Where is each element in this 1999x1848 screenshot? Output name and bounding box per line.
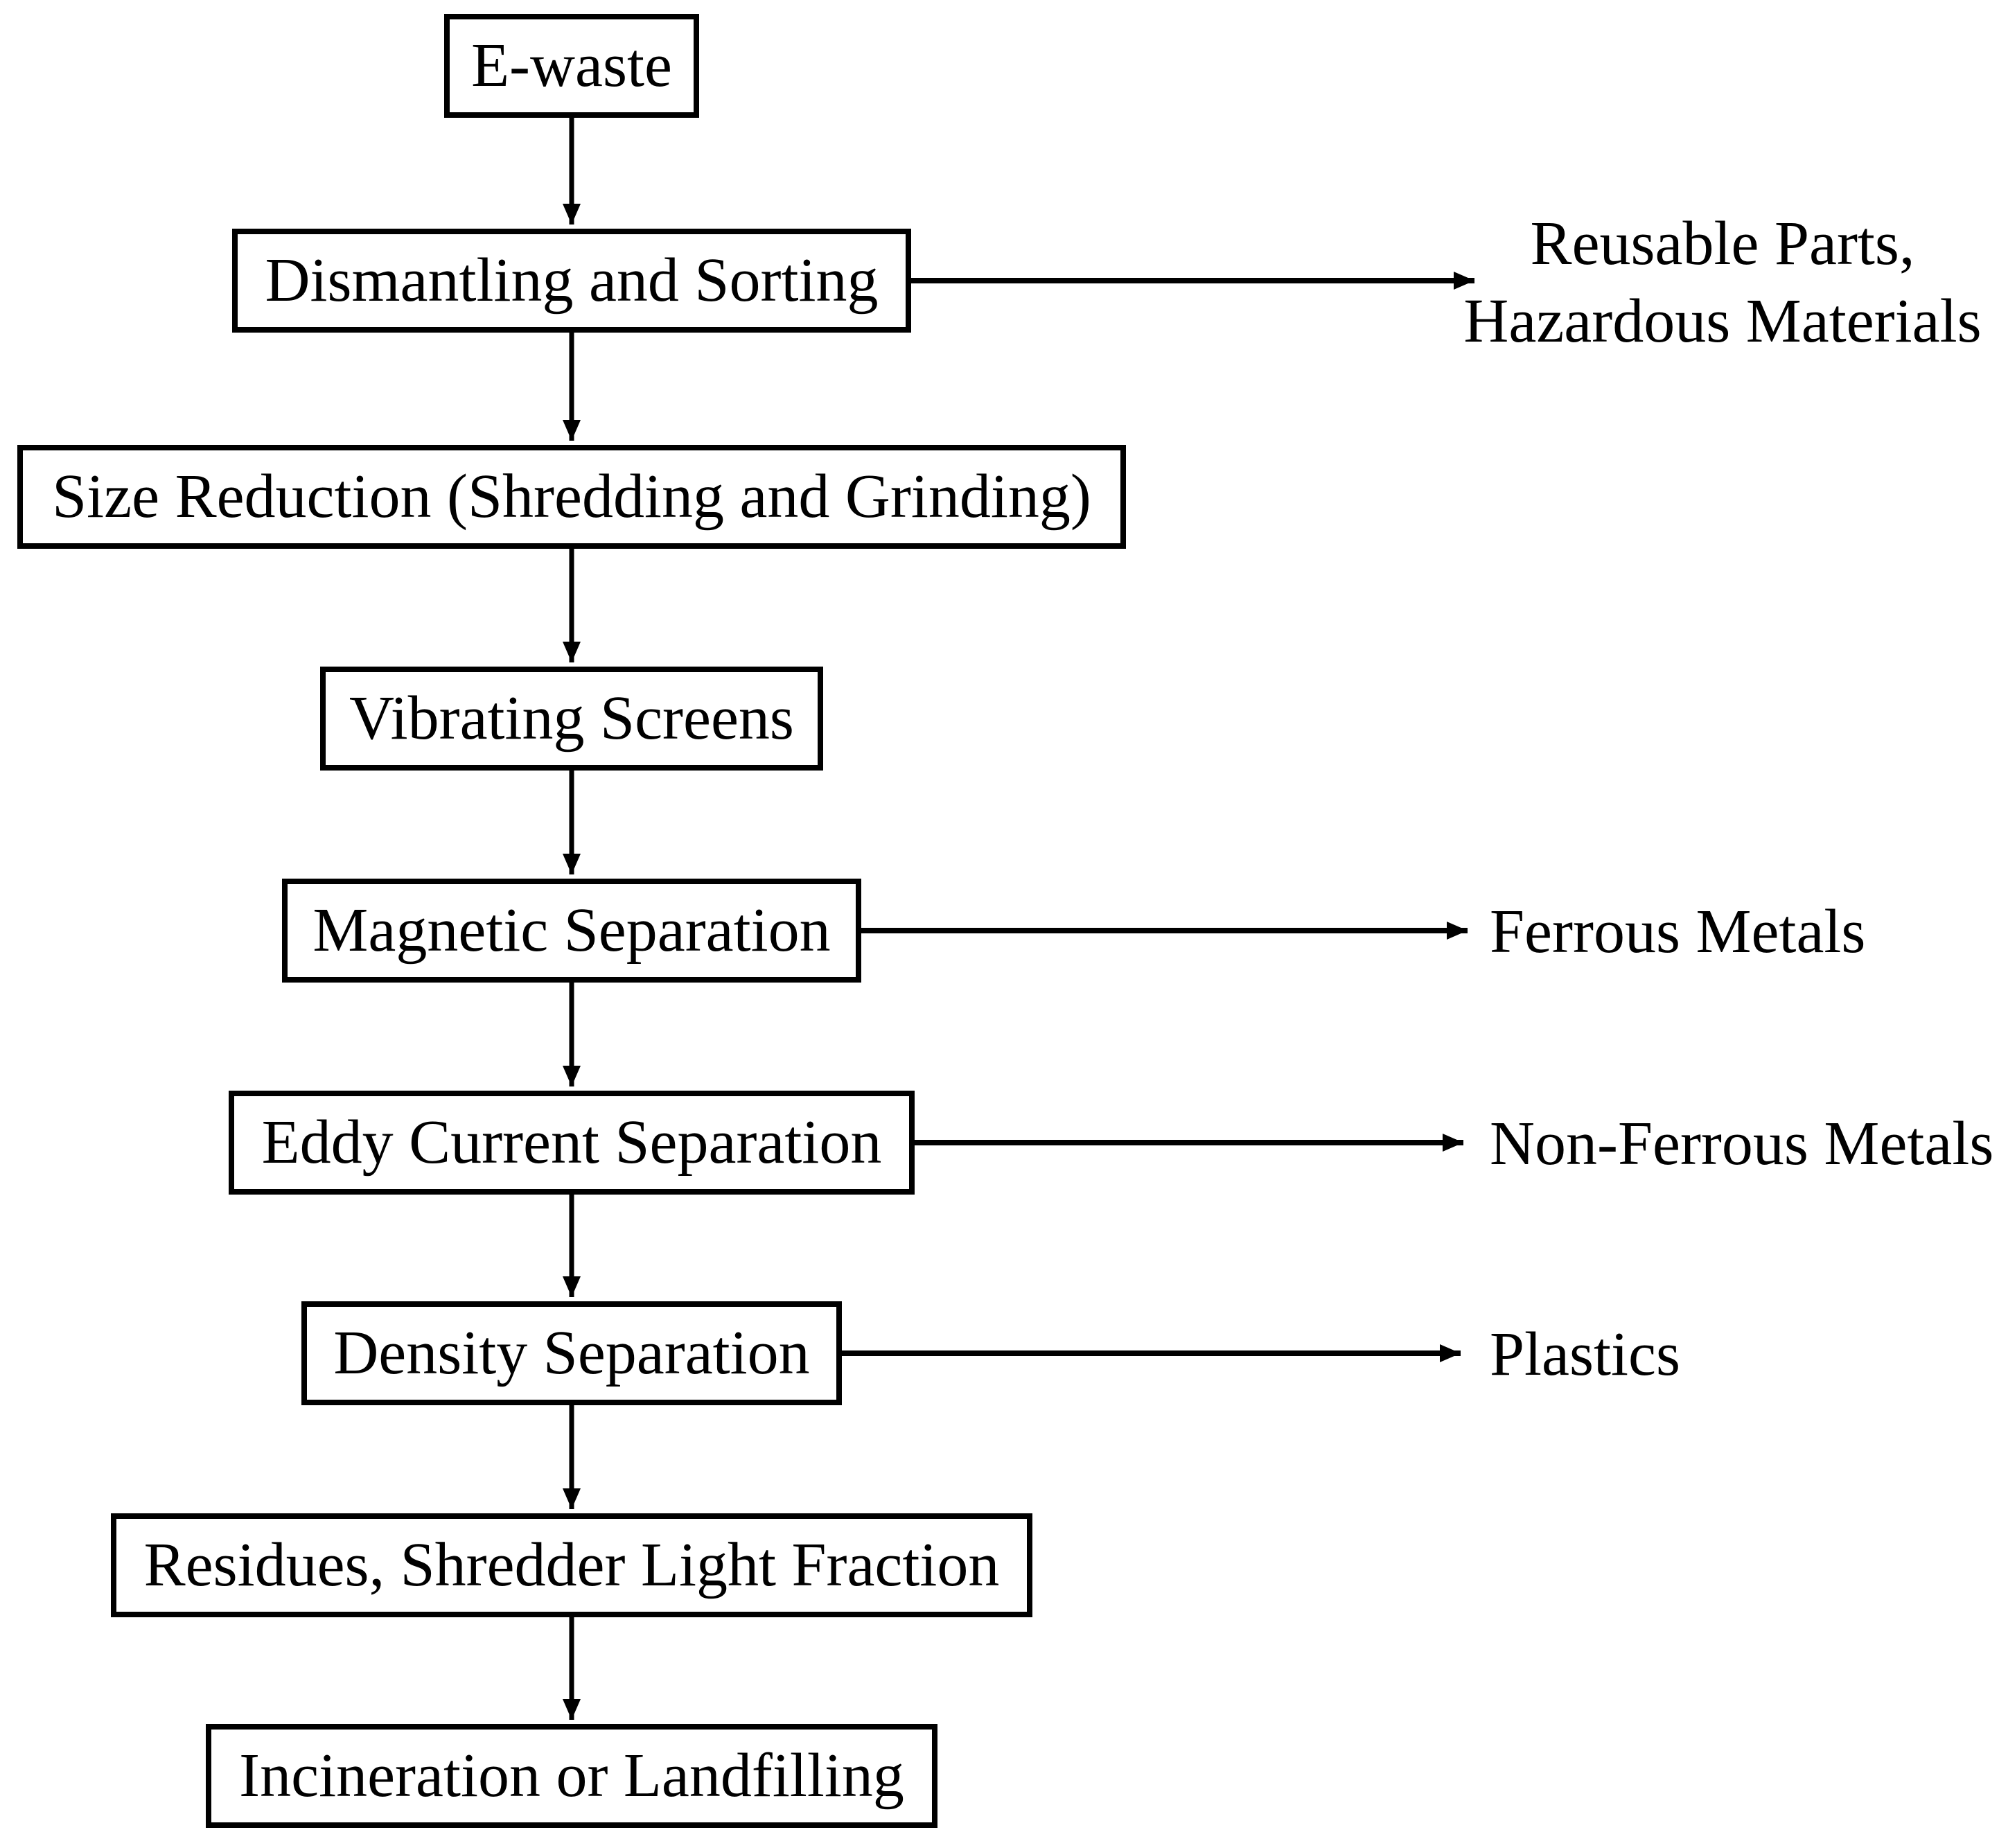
output-label-reusable-parts-hazardous-materials: Reusable Parts, Hazardous Materials	[1463, 209, 1982, 355]
flow-node-eddy-current-separation: Eddy Current Separation	[229, 1091, 915, 1195]
flow-node-residues-shredder-light-fraction: Residues, Shredder Light Fraction	[111, 1513, 1032, 1617]
flow-node-magnetic-separation: Magnetic Separation	[282, 879, 861, 983]
output-label-plastics: Plastics	[1490, 1320, 1681, 1389]
output-label-non-ferrous-metals: Non-Ferrous Metals	[1490, 1109, 1994, 1178]
flow-node-dismantling-and-sorting: Dismantling and Sorting	[232, 229, 911, 333]
flow-node-e-waste: E-waste	[444, 14, 699, 118]
flow-node-density-separation: Density Separation	[301, 1301, 842, 1405]
flow-node-incineration-or-landfilling: Incineration or Landfilling	[206, 1724, 937, 1828]
flow-node-size-reduction: Size Reduction (Shredding and Grinding)	[17, 445, 1126, 549]
output-label-ferrous-metals: Ferrous Metals	[1490, 897, 1866, 966]
flow-node-vibrating-screens: Vibrating Screens	[320, 667, 823, 771]
